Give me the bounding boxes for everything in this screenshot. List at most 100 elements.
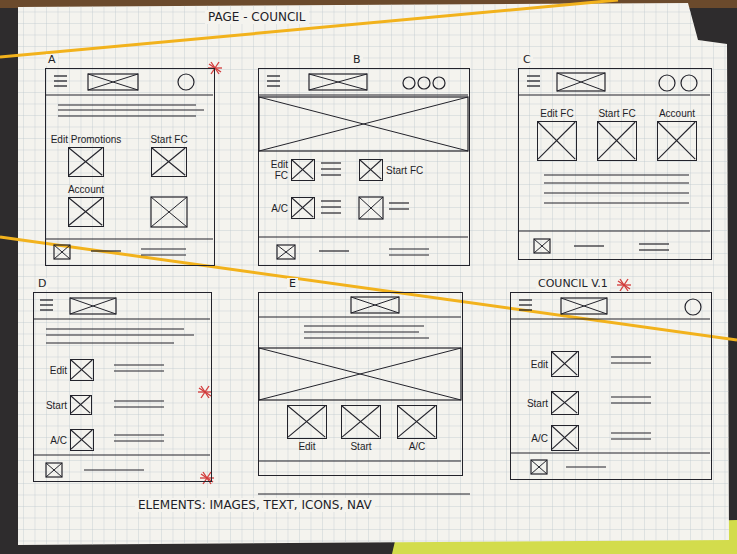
cross-line	[561, 298, 607, 314]
cross-line	[292, 160, 313, 179]
sketch-line	[304, 337, 429, 338]
cross-line	[534, 239, 550, 253]
hamburger-icon	[267, 80, 280, 81]
cross-line	[259, 348, 461, 400]
paper	[18, 3, 729, 545]
sketch-line	[574, 245, 604, 246]
image-placeholder-sketch	[54, 245, 70, 259]
sketch-line	[519, 94, 710, 95]
cross-line	[69, 148, 102, 175]
cross-line	[531, 460, 547, 474]
placeholder-cross	[552, 426, 580, 452]
cross-line	[531, 460, 547, 474]
cross-line	[342, 406, 379, 437]
placeholder-label: Start	[46, 400, 67, 411]
placeholder-cross	[552, 352, 580, 378]
icon-circle	[418, 77, 430, 89]
sketch-line	[46, 238, 213, 239]
sketch-line	[58, 104, 196, 105]
asterisk-stroke	[618, 281, 630, 289]
placeholder-cross	[152, 148, 188, 178]
placeholder-frame	[54, 245, 70, 259]
cross-line	[552, 392, 577, 413]
hamburger-icon	[519, 299, 532, 300]
sketch-line	[259, 94, 468, 95]
image-placeholder-sketch	[70, 298, 116, 314]
image-placeholder: Start FC	[151, 147, 187, 177]
cross-line	[552, 426, 577, 449]
cross-line	[259, 97, 468, 151]
cross-line	[359, 197, 383, 219]
wireframe-panel: EditStartA/CE	[258, 292, 463, 476]
image-placeholder: A/C	[397, 405, 437, 439]
image-placeholder-sketch	[259, 97, 468, 151]
placeholder-label: Edit FC	[262, 159, 288, 181]
cross-line	[259, 97, 468, 151]
image-placeholder: Edit FC	[537, 121, 577, 161]
placeholder-cross	[398, 406, 438, 440]
placeholder-label: Start FC	[150, 134, 187, 145]
placeholder-label: A/C	[409, 441, 426, 452]
placeholder-cross	[552, 392, 580, 416]
cross-line	[561, 298, 607, 314]
hamburger-icon	[40, 299, 53, 300]
sketch-line	[114, 400, 164, 401]
cross-line	[151, 197, 187, 227]
placeholder-frame	[557, 73, 605, 91]
sketch-line	[114, 406, 164, 407]
panel-heading: C	[521, 54, 533, 66]
image-placeholder: Edit	[287, 405, 327, 439]
sketch-line	[544, 174, 689, 175]
sketch-line	[259, 460, 461, 461]
placeholder-label: Edit	[50, 365, 67, 376]
image-placeholder-sketch	[46, 463, 62, 477]
cross-line	[71, 430, 92, 449]
sketch-line	[58, 115, 196, 116]
placeholder-frame	[534, 239, 550, 253]
icon-circle	[178, 74, 194, 90]
wireframe-sketch	[34, 293, 213, 483]
placeholder-label: Edit	[531, 359, 548, 370]
placeholder-frame	[151, 197, 187, 227]
cross-line	[152, 148, 185, 175]
wireframe-sketch	[259, 69, 471, 267]
placeholder-label: Edit Promotions	[51, 134, 122, 145]
cross-line	[292, 198, 313, 217]
placeholder-label: Start	[527, 398, 548, 409]
cross-line	[538, 122, 575, 159]
cross-line	[552, 426, 577, 449]
sketch-line	[611, 362, 651, 363]
placeholder-label: Account	[68, 184, 104, 195]
sketch-line	[511, 452, 710, 453]
cross-line	[557, 73, 605, 91]
cross-line	[557, 73, 605, 91]
icon-circle	[685, 299, 701, 315]
hamburger-icon	[519, 304, 532, 305]
placeholder-cross	[598, 122, 638, 162]
sketch-line	[639, 249, 669, 250]
placeholder-frame	[259, 348, 461, 400]
image-placeholder-sketch	[259, 348, 461, 400]
sketch-line	[58, 109, 204, 110]
placeholder-cross	[69, 148, 105, 178]
placeholder-frame	[259, 97, 468, 151]
placeholder-cross	[658, 122, 698, 162]
cross-line	[69, 198, 102, 225]
sketch-line	[389, 248, 429, 249]
placeholder-cross	[71, 396, 93, 416]
placeholder-frame	[351, 297, 399, 313]
image-placeholder: Start	[341, 405, 381, 439]
sketch-line	[519, 230, 710, 231]
cross-line	[54, 245, 70, 259]
cross-line	[70, 298, 116, 314]
cross-line	[534, 239, 550, 253]
cross-line	[46, 463, 62, 477]
cross-line	[277, 245, 295, 259]
sketch-line	[34, 318, 210, 319]
placeholder-cross	[292, 198, 316, 220]
cross-line	[292, 160, 313, 179]
hamburger-icon	[40, 309, 53, 310]
cross-line	[351, 297, 399, 313]
placeholder-frame	[531, 460, 547, 474]
placeholder-frame	[70, 298, 116, 314]
